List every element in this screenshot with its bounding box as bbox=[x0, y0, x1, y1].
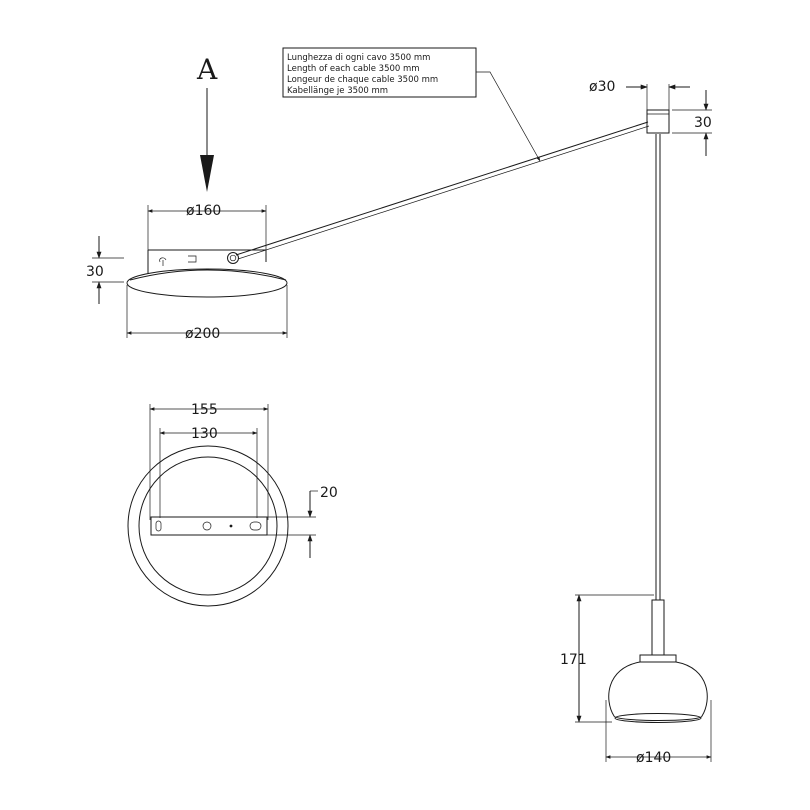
cable-length-note: Lunghezza di ogni cavo 3500 mm Length of… bbox=[282, 47, 541, 162]
canopy-bottom-diameter-label: ø200 bbox=[185, 326, 220, 342]
plate-inner-width-label: 130 bbox=[191, 426, 218, 442]
lamp-diameter-label: ø140 bbox=[636, 750, 671, 766]
note-line-de: Kabellänge je 3500 mm bbox=[287, 86, 388, 96]
suspension-cable bbox=[235, 121, 650, 260]
canopy-height-label: 30 bbox=[86, 264, 104, 280]
view-a-indicator: A bbox=[196, 53, 218, 192]
ceiling-cap: ø30 30 bbox=[589, 79, 712, 156]
view-label: A bbox=[196, 53, 218, 86]
note-line-it: Lunghezza di ogni cavo 3500 mm bbox=[287, 53, 430, 63]
mounting-plate-top-view: 155 130 20 bbox=[127, 402, 338, 607]
canopy-side-view: ø160 30 ø200 bbox=[86, 203, 288, 342]
cap-height-label: 30 bbox=[694, 115, 712, 131]
plate-bar-height-label: 20 bbox=[320, 485, 338, 501]
plate-outer-width-label: 155 bbox=[191, 402, 218, 418]
lamp-height-label: 171 bbox=[560, 652, 587, 668]
note-line-fr: Longeur de chaque cable 3500 mm bbox=[287, 75, 438, 85]
canopy-top-diameter-label: ø160 bbox=[186, 203, 221, 219]
cap-diameter-label: ø30 bbox=[589, 79, 615, 95]
lamp-cable bbox=[655, 134, 661, 600]
note-line-en: Length of each cable 3500 mm bbox=[287, 64, 420, 74]
lamp-shade: 171 ø140 bbox=[560, 594, 712, 766]
